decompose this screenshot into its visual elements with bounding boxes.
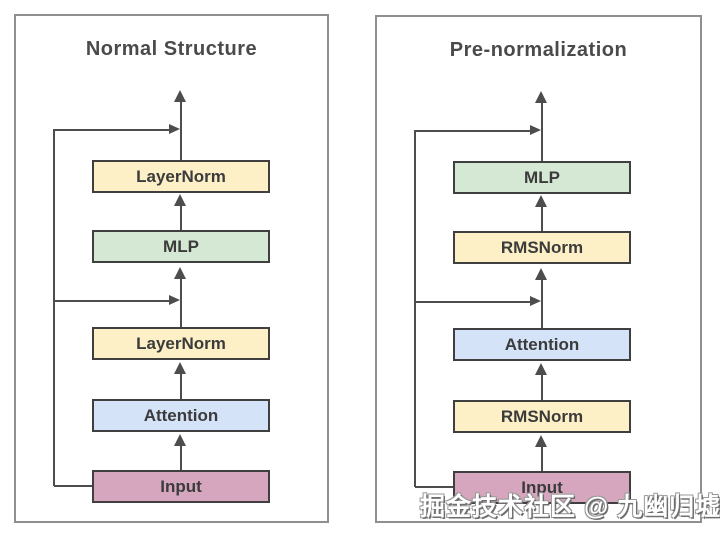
arrow-input-to-rmsnorm-head-icon: [535, 435, 547, 447]
residual-branch-after-attention: [415, 301, 530, 303]
residual-arrowhead-mid-icon: [169, 295, 180, 305]
panel-pre-normalization-inner: Pre-normalization MLP RMSNorm Attentio: [377, 17, 700, 521]
node-input: Input: [92, 470, 270, 503]
node-attention: Attention: [92, 399, 270, 432]
residual-branch-after-mlp: [54, 129, 169, 131]
output-arrow-line: [180, 101, 182, 160]
node-rmsnorm-top: RMSNorm: [453, 231, 631, 264]
arrow-layernorm-to-mlp-line: [180, 277, 182, 327]
residual-branch-after-mlp: [415, 130, 530, 132]
output-arrowhead-icon: [174, 90, 186, 102]
node-mlp: MLP: [92, 230, 270, 263]
panel-title: Normal Structure: [85, 38, 258, 60]
residual-branch-after-attention: [54, 300, 169, 302]
residual-line-from-input: [54, 485, 92, 487]
residual-line: [414, 130, 416, 487]
arrow-mlp-to-layernorm-head-icon: [174, 194, 186, 206]
arrow-input-to-attention-head-icon: [174, 434, 186, 446]
node-input: Input: [453, 471, 631, 504]
node-layernorm: LayerNorm: [92, 327, 270, 360]
arrow-rmsnorm-to-mlp-head-icon: [535, 195, 547, 207]
arrow-rmsnorm-to-attention-line: [541, 373, 543, 400]
residual-arrowhead-top-icon: [530, 125, 541, 135]
arrow-rmsnorm-to-mlp-line: [541, 205, 543, 231]
node-layernorm-top: LayerNorm: [92, 160, 270, 193]
arrow-attention-to-layernorm-head-icon: [174, 362, 186, 374]
output-arrowhead-icon: [535, 91, 547, 103]
arrow-input-to-attention-line: [180, 444, 182, 470]
residual-line: [53, 129, 55, 486]
panel-pre-normalization: Pre-normalization MLP RMSNorm Attentio: [375, 15, 702, 523]
residual-arrowhead-mid-icon: [530, 296, 541, 306]
arrow-attention-to-rmsnorm-line: [541, 278, 543, 328]
arrow-attention-to-layernorm-line: [180, 372, 182, 399]
node-rmsnorm: RMSNorm: [453, 400, 631, 433]
arrow-attention-to-rmsnorm-head-icon: [535, 268, 547, 280]
node-mlp: MLP: [453, 161, 631, 194]
panel-normal-structure-inner: Normal Structure LayerNorm MLP LayerNo: [16, 16, 327, 521]
output-arrow-line: [541, 102, 543, 161]
residual-arrowhead-top-icon: [169, 124, 180, 134]
arrow-mlp-to-layernorm-line: [180, 204, 182, 230]
panel-title: Pre-normalization: [449, 39, 628, 61]
arrow-layernorm-to-mlp-head-icon: [174, 267, 186, 279]
watermark-text: 掘金技术社区 @ 九幽归墟: [420, 493, 720, 521]
panel-normal-structure: Normal Structure LayerNorm MLP LayerNo: [14, 14, 329, 523]
arrow-input-to-rmsnorm-line: [541, 445, 543, 471]
node-attention: Attention: [453, 328, 631, 361]
residual-line-from-input: [415, 486, 453, 488]
arrow-rmsnorm-to-attention-head-icon: [535, 363, 547, 375]
